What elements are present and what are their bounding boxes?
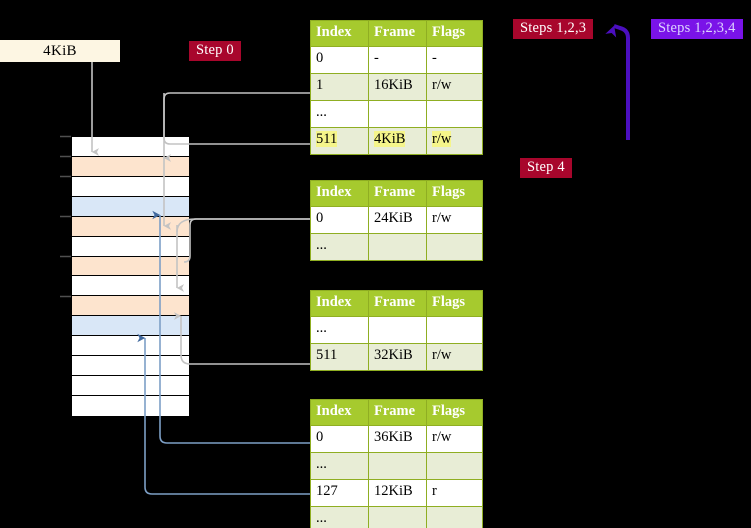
badge-step-0: Step 0 <box>189 41 241 61</box>
column-header-index: Index <box>310 180 369 207</box>
memory-tick-marks <box>60 135 71 298</box>
table-cell: 511 <box>310 126 369 155</box>
table-row: ... <box>310 451 483 480</box>
table-row: ... <box>310 99 483 128</box>
column-header-frame: Frame <box>368 290 427 317</box>
table-cell: ... <box>310 315 369 344</box>
table-cell: r/w <box>426 72 483 101</box>
memory-frame <box>72 137 189 157</box>
memory-frame <box>72 156 189 177</box>
table-row: ... <box>310 232 483 261</box>
memory-frame <box>72 256 189 277</box>
table-cell <box>426 451 483 480</box>
memory-frame <box>72 196 189 217</box>
table-cell: ... <box>310 232 369 261</box>
table-cell <box>426 99 483 128</box>
table-row: 0-- <box>310 45 483 74</box>
column-header-flags: Flags <box>426 20 483 47</box>
table-cell: r/w <box>426 126 483 155</box>
column-header-frame: Frame <box>368 20 427 47</box>
table-cell <box>368 99 427 128</box>
column-header-flags: Flags <box>426 290 483 317</box>
table-cell: 127 <box>310 478 369 507</box>
table-cell: 511 <box>310 342 369 371</box>
badge-step-4: Step 4 <box>520 158 572 178</box>
badge-steps-1234: Steps 1,2,3,4 <box>651 19 743 39</box>
table-cell: 1 <box>310 72 369 101</box>
table-cell: r/w <box>426 205 483 234</box>
table-cell: 0 <box>310 424 369 453</box>
table-cell: 0 <box>310 205 369 234</box>
table-cell: 0 <box>310 45 369 74</box>
table-cell: 16KiB <box>368 72 427 101</box>
table-cell: - <box>426 45 483 74</box>
column-header-frame: Frame <box>368 399 427 426</box>
table-cell: 32KiB <box>368 342 427 371</box>
memory-frame <box>72 296 189 317</box>
table-cell: ... <box>310 99 369 128</box>
column-header-index: Index <box>310 20 369 47</box>
arrow-steps-1234-purple <box>605 24 630 140</box>
column-header-index: Index <box>310 290 369 317</box>
memory-frame <box>72 316 189 337</box>
table-cell: 12KiB <box>368 478 427 507</box>
column-header-index: Index <box>310 399 369 426</box>
table-cell: ... <box>310 451 369 480</box>
memory-frame <box>72 176 189 197</box>
memory-frame <box>72 236 189 257</box>
table-row: ... <box>310 505 483 528</box>
memory-frame <box>72 376 189 397</box>
column-header-flags: Flags <box>426 399 483 426</box>
table-cell <box>426 505 483 528</box>
memory-frame <box>72 216 189 237</box>
table-cell: r <box>426 478 483 507</box>
table-cell: 4KiB <box>368 126 427 155</box>
memory-frame <box>72 276 189 297</box>
table-cell: r/w <box>426 342 483 371</box>
table-cell: r/w <box>426 424 483 453</box>
memory-frame <box>72 396 189 416</box>
table-cell: 24KiB <box>368 205 427 234</box>
connector-memory-down-arrow-2 <box>176 218 310 292</box>
table-row: ... <box>310 315 483 344</box>
table-cell: ... <box>310 505 369 528</box>
badge-steps-123: Steps 1,2,3 <box>513 19 594 39</box>
column-header-frame: Frame <box>368 180 427 207</box>
table-cell <box>426 315 483 344</box>
table-cell: - <box>368 45 427 74</box>
connector-table2-to-memory <box>174 312 310 365</box>
table-cell <box>368 315 427 344</box>
table-cell <box>368 232 427 261</box>
table-cell <box>368 505 427 528</box>
memory-frame <box>72 336 189 357</box>
memory-frame <box>72 356 189 377</box>
size-box-4kib: 4KiB <box>0 40 120 62</box>
column-header-flags: Flags <box>426 180 483 207</box>
physical-memory-column <box>71 136 190 416</box>
table-cell: 36KiB <box>368 424 427 453</box>
table-cell <box>426 232 483 261</box>
table-cell <box>368 451 427 480</box>
